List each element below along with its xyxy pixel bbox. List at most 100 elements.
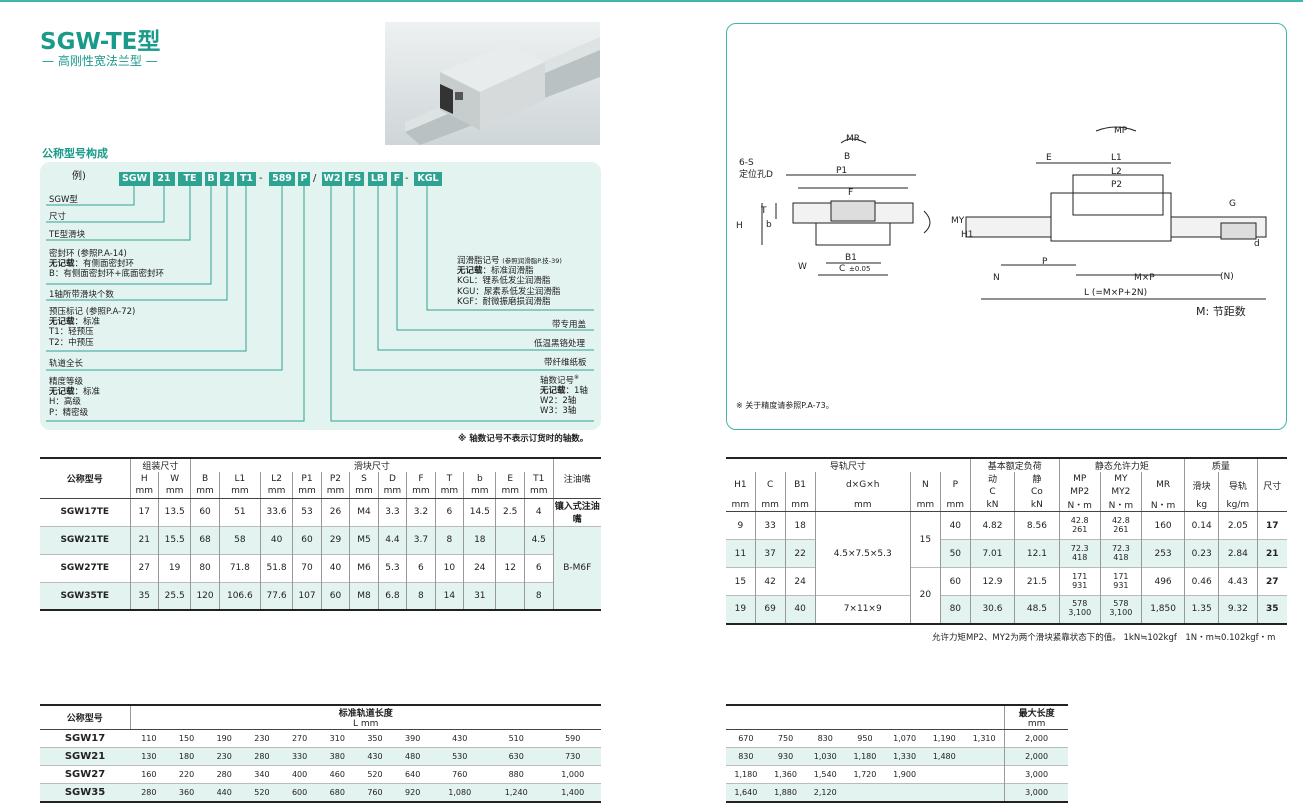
table-cell: 17: [1256, 511, 1287, 540]
table-cell: 830: [738, 752, 754, 761]
table-cell: [885, 784, 925, 802]
unit-cell: mm: [320, 485, 350, 499]
table-cell: 镶入式注油嘴: [552, 498, 601, 526]
column-header: W: [157, 472, 191, 485]
table-cell: [495, 526, 525, 554]
table-cell: 1.35: [1184, 595, 1219, 624]
table-cell: 280: [216, 770, 232, 779]
table-cell: 496: [1140, 567, 1185, 596]
table-cell: 17: [129, 498, 159, 526]
column-header: L1: [218, 472, 261, 485]
table-cell: 930: [777, 752, 794, 761]
unit-cell: mm: [726, 498, 756, 512]
model-composition-panel: [40, 162, 601, 430]
table-cell: 2,000: [1004, 729, 1068, 748]
table-cell: 107: [292, 582, 322, 610]
code-length: 589: [269, 172, 295, 186]
unit-cell: mm: [523, 485, 553, 499]
table-cell: 130: [141, 752, 157, 761]
svg-text:P1: P1: [836, 166, 847, 176]
page-subtitle: — 高刚性宽法兰型 —: [42, 54, 158, 68]
table-cell: 440: [216, 787, 232, 797]
unit-cell: mm: [259, 485, 293, 499]
comp-size: 尺寸: [49, 212, 67, 222]
comp-accuracy: 精度等级 无记载：标准 H：高级 P：精密级: [49, 377, 101, 418]
code-bellows: FS: [345, 172, 364, 186]
table-cell: M8: [349, 582, 379, 610]
svg-text:±0.05: ±0.05: [849, 265, 870, 273]
table-cell: 21.5: [1014, 567, 1060, 596]
column-header: B: [190, 472, 220, 485]
code-te: TE: [178, 172, 202, 186]
unit-cell: mm: [939, 498, 971, 512]
svg-text:E: E: [1046, 153, 1052, 163]
table-cell: 270: [291, 734, 308, 743]
table-cell: 1,480: [932, 752, 956, 761]
section-title: 公称型号构成: [42, 147, 108, 160]
rail-and-load-table: 导轨尺寸 基本额定负荷 静态允许力矩 质量 尺寸 H1 C B1 d×G×h N…: [726, 457, 1287, 625]
table-cell: 2.84: [1218, 539, 1257, 568]
code-preload: T1: [237, 172, 256, 186]
column-header: L2: [259, 472, 293, 485]
table-cell: 5.3: [377, 554, 407, 582]
table-cell: 1,310: [972, 734, 996, 743]
table-cell: 630: [508, 752, 524, 761]
table-cell: 220: [178, 770, 195, 779]
unit-cell: mm: [814, 498, 911, 512]
unit-cell: kg/m: [1218, 498, 1257, 512]
table-cell: 590: [565, 734, 581, 743]
svg-text:P: P: [1042, 257, 1048, 267]
column-header: T1: [523, 472, 553, 485]
column-header: S: [349, 472, 379, 485]
table-cell: 72.3 418: [1099, 539, 1142, 568]
table-cell: 21: [1256, 539, 1287, 568]
table-cell: 640: [405, 770, 421, 779]
table-cell: 60: [939, 567, 971, 596]
svg-text:M: 节距数: M: 节距数: [1196, 305, 1246, 318]
composition-leader-lines: [46, 186, 594, 422]
table-cell: 578 3,100: [1099, 595, 1142, 624]
table-cell: 760: [452, 770, 468, 779]
svg-text:F: F: [848, 188, 853, 198]
table-cell: 880: [508, 770, 524, 779]
unit-cell: mm: [377, 485, 407, 499]
table-cell: 22: [784, 539, 816, 568]
table-cell: 15.5: [157, 526, 191, 554]
example-prefix: 例): [72, 171, 86, 182]
code-grease: KGL: [414, 172, 442, 186]
table-cell: 520: [254, 787, 270, 797]
table-cell: 20: [909, 567, 941, 624]
table-cell: 171 931: [1099, 567, 1142, 596]
unit-cell: mm: [406, 485, 436, 499]
table-cell: 70: [292, 554, 322, 582]
code-count: 2: [220, 172, 234, 186]
table-cell: 21: [129, 526, 159, 554]
table-cell: SGW17: [64, 733, 106, 744]
svg-text:MR: MR: [846, 134, 860, 144]
table-cell: M6: [349, 554, 379, 582]
table-cell: SGW17TE: [60, 507, 110, 517]
table-cell: 1,400: [561, 787, 585, 797]
dimension-drawing: MR MP MY B P1 L1 L2 P2 E G H H1 T b F d …: [736, 126, 1267, 410]
table-cell: 42.8 261: [1058, 511, 1101, 540]
table-cell: 150: [178, 734, 195, 743]
page-title: SGW-TE型: [40, 29, 161, 55]
comp-black: 低温黑铬处理: [534, 339, 586, 349]
table-cell: [964, 748, 1005, 766]
table-cell: 340: [254, 770, 270, 779]
table-cell: 40: [939, 511, 971, 540]
product-photo: [385, 22, 600, 145]
table-cell: 42: [754, 567, 786, 596]
code-accuracy: P: [298, 172, 310, 186]
svg-text:定位孔D: 定位孔D: [739, 168, 773, 180]
table-cell: 1,540: [813, 770, 837, 779]
table-cell: 10: [434, 554, 464, 582]
